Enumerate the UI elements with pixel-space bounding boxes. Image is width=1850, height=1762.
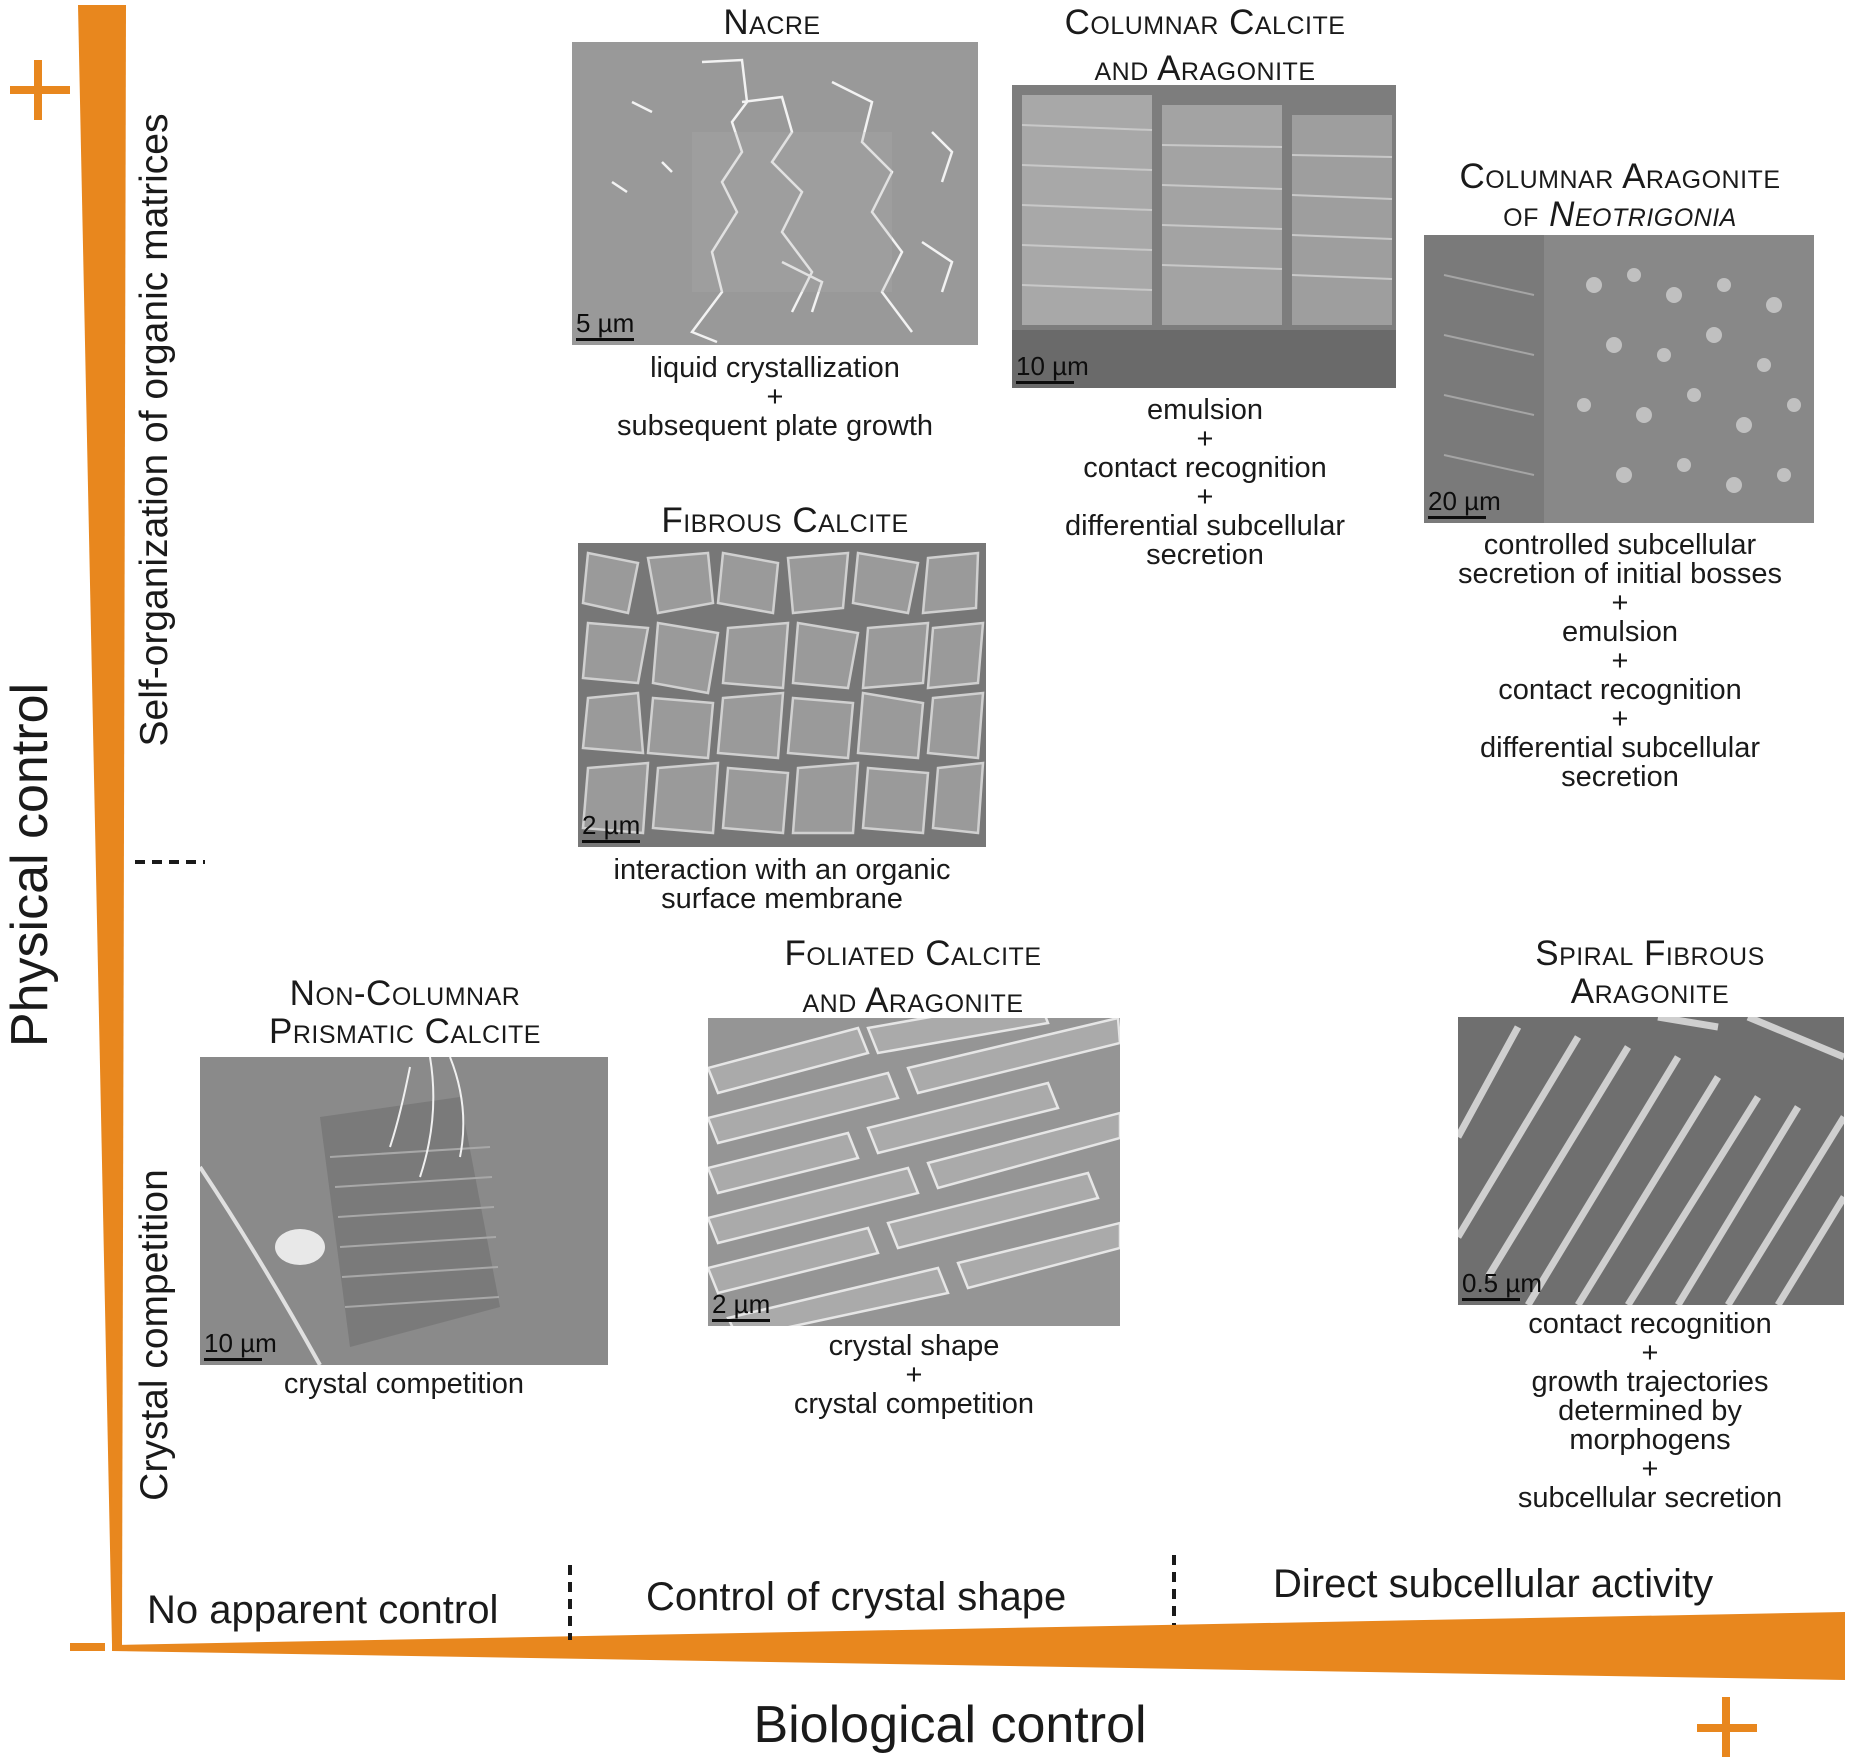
- foliated-caption: crystal shape+crystal competition: [708, 1332, 1120, 1419]
- fibrous-calcite-sem-image: 2 µm: [578, 543, 986, 847]
- nacre-scale-bar: 5 µm: [576, 310, 634, 341]
- neotrigonia-sem-image: 20 µm: [1424, 235, 1814, 523]
- spiral-title: Spiral Fibrous Aragonite: [1450, 935, 1850, 1011]
- noncolumnar-caption: crystal competition: [200, 1370, 608, 1399]
- columnar-calcite-title: Columnar Calcite and Aragonite: [1005, 0, 1405, 92]
- spiral-scale-bar: 0.5 µm: [1462, 1270, 1542, 1301]
- foliated-title: Foliated Calcite and Aragonite: [708, 930, 1118, 1024]
- nacre-sem-image: 5 µm: [572, 42, 978, 345]
- neotrigonia-scale-bar: 20 µm: [1428, 488, 1501, 519]
- nacre-title: Nacre: [572, 0, 972, 46]
- neotrigonia-title: Columnar Aragonite of Neotrigonia: [1410, 158, 1830, 234]
- columnar-calcite-scale-bar: 10 µm: [1016, 353, 1089, 384]
- fibrous-calcite-title: Fibrous Calcite: [578, 498, 992, 544]
- foliated-scale-bar: 2 µm: [712, 1291, 770, 1322]
- biological-control-label: Biological control: [700, 1695, 1200, 1755]
- vertical-plus-sign: [10, 60, 70, 120]
- physical-control-wedge: [78, 5, 126, 1645]
- zone-direct-subcellular-activity: Direct subcellular activity: [1273, 1562, 1713, 1606]
- noncolumnar-title: Non-Columnar Prismatic Calcite: [200, 975, 610, 1051]
- zone-crystal-competition: Crystal competition: [130, 1150, 180, 1520]
- minus-sign: [70, 1643, 105, 1651]
- fibrous-calcite-scale-bar: 2 µm: [582, 812, 640, 843]
- zone-control-of-crystal-shape: Control of crystal shape: [646, 1575, 1066, 1619]
- noncolumnar-scale-bar: 10 µm: [204, 1330, 277, 1361]
- noncolumnar-sem-image: 10 µm: [200, 1057, 608, 1365]
- columnar-calcite-sem-image: 10 µm: [1012, 85, 1396, 388]
- columnar-calcite-caption: emulsion+contact recognition+differentia…: [1010, 396, 1400, 570]
- nacre-caption: liquid crystallization+subsequent plate …: [560, 354, 990, 441]
- zone-self-organization: Self-organization of organic matrices: [130, 70, 180, 790]
- physical-control-label: Physical control: [0, 675, 60, 1055]
- zone-no-apparent-control: No apparent control: [147, 1588, 498, 1632]
- foliated-sem-image: 2 µm: [708, 1018, 1120, 1326]
- spiral-sem-image: 0.5 µm: [1458, 1017, 1844, 1305]
- horizontal-plus-sign: [1697, 1697, 1757, 1757]
